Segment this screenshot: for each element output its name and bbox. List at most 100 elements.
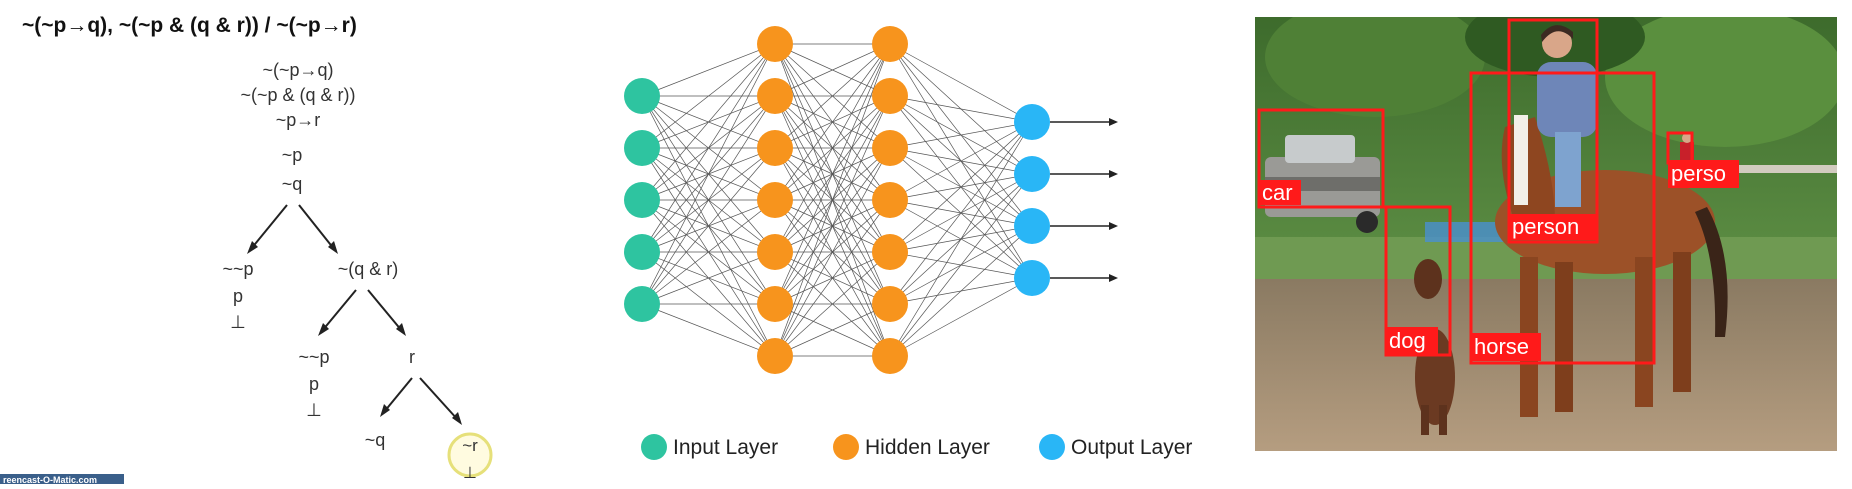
connection-line: [889, 121, 1033, 253]
output-arrows: [1050, 118, 1118, 282]
hidden-1-node: [757, 286, 793, 322]
connection-line: [641, 43, 776, 149]
connection-line: [641, 43, 776, 305]
connection-line: [774, 147, 891, 357]
tree-header: ~(~p→q), ~(~p & (q & r)) / ~(~p→r): [22, 14, 357, 37]
stack-line-1: ~p: [282, 145, 303, 165]
right-right-root: r: [409, 347, 415, 367]
input-node: [624, 78, 660, 114]
connection-line: [889, 121, 1033, 357]
connection-line: [889, 43, 1033, 123]
right-branch-root: ~(q & r): [338, 259, 399, 279]
legend-label-hidden: Hidden Layer: [865, 436, 990, 459]
detection-labels: car person horse dog perso: [1259, 160, 1739, 361]
premise-1: ~(~p→q): [262, 60, 333, 80]
connection-line: [889, 121, 1033, 201]
foliage: [1265, 17, 1485, 117]
fence: [1695, 165, 1837, 173]
connection-line: [889, 95, 1033, 123]
arrowhead: [318, 323, 329, 336]
detection-photo: car person horse dog perso: [1255, 17, 1837, 451]
hidden-2-node: [872, 182, 908, 218]
leaf-right-line-1: ~r: [462, 436, 478, 455]
photo-svg: car person horse dog perso: [1255, 17, 1837, 451]
branch-arrow-left: [321, 289, 357, 332]
arrowhead: [452, 412, 462, 425]
output-arrowhead: [1109, 274, 1118, 282]
output-arrowhead: [1109, 118, 1118, 126]
object-detection-panel: car person horse dog perso: [1255, 0, 1852, 484]
hidden-2-node: [872, 78, 908, 114]
label-bg-car: [1259, 180, 1301, 205]
bbox-car: [1257, 108, 1385, 209]
connection-line: [774, 43, 891, 149]
hidden-2-node: [872, 286, 908, 322]
legend-swatch-hidden: [833, 434, 859, 460]
connection-line: [641, 43, 776, 201]
output-arrowhead: [1109, 170, 1118, 178]
connection-line: [641, 95, 776, 305]
label-dog: dog: [1389, 328, 1426, 353]
label-bg-person: [1509, 214, 1597, 240]
label-bg-horse: [1471, 333, 1541, 361]
legend-swatch-input: [641, 434, 667, 460]
connection-line: [889, 173, 1033, 357]
hidden-2-node: [872, 26, 908, 62]
connection-line: [774, 43, 891, 357]
rider-shape: [1537, 25, 1597, 207]
right-left-line-1: ~~p: [298, 347, 329, 367]
input-node: [624, 182, 660, 218]
legend-label-output: Output Layer: [1071, 436, 1192, 459]
neural-network-panel: Input Layer Hidden Layer Output Layer: [600, 0, 1220, 484]
leaf-right-closure: ⊥: [463, 465, 477, 482]
connection-line: [889, 121, 1033, 305]
connection-line: [641, 147, 776, 305]
hidden-1-node: [757, 130, 793, 166]
connection-line: [641, 251, 776, 305]
truth-tree-panel: ~(~p→q), ~(~p & (q & r)) / ~(~p→r) ~(~p→…: [0, 0, 600, 485]
hidden-1-node: [757, 338, 793, 374]
connection-line: [641, 43, 776, 97]
label-perso: perso: [1671, 161, 1726, 186]
left-branch-line-1: ~~p: [222, 259, 253, 279]
arrowhead: [247, 241, 258, 254]
legend-swatch-output: [1039, 434, 1065, 460]
connections: [641, 43, 1033, 357]
watermark-bar: [0, 474, 124, 484]
label-bg-dog: [1386, 327, 1438, 354]
foliage: [1605, 17, 1837, 147]
branch-arrow-left: [250, 204, 288, 250]
bbox-person: [1507, 18, 1599, 244]
legend-label-input: Input Layer: [673, 436, 778, 459]
connection-line: [641, 43, 776, 253]
leaf-left: ~q: [365, 430, 386, 450]
hidden-2-node: [872, 234, 908, 270]
hidden-1-node: [757, 78, 793, 114]
connection-line: [774, 95, 891, 357]
output-node: [1014, 260, 1050, 296]
output-node: [1014, 156, 1050, 192]
hidden-1-node: [757, 234, 793, 270]
connection-line: [889, 121, 1033, 149]
truth-tree-svg: ~(~p→q), ~(~p & (q & r)) / ~(~p→r) ~(~p→…: [0, 14, 493, 485]
output-arrowhead: [1109, 222, 1118, 230]
arrowhead: [396, 323, 406, 336]
bbox-dog: [1384, 205, 1452, 357]
hidden-2-node: [872, 338, 908, 374]
premise-2: ~(~p & (q & r)): [240, 85, 355, 105]
left-branch-line-2: p: [233, 286, 243, 306]
connection-line: [641, 199, 776, 305]
cursor-highlight: [447, 432, 493, 478]
connection-line: [774, 43, 891, 97]
left-branch-closure: ⊥: [230, 312, 246, 332]
dirt-ground: [1255, 279, 1837, 451]
label-person: person: [1512, 214, 1579, 239]
input-node: [624, 130, 660, 166]
branch-arrow-right: [367, 289, 403, 332]
neural-network-svg: Input Layer Hidden Layer Output Layer: [624, 26, 1192, 460]
arrowhead: [328, 241, 338, 254]
label-bg-perso: [1668, 160, 1739, 188]
hidden-2-node: [872, 130, 908, 166]
bbox-horse: [1469, 71, 1656, 365]
right-left-closure: ⊥: [306, 400, 322, 420]
